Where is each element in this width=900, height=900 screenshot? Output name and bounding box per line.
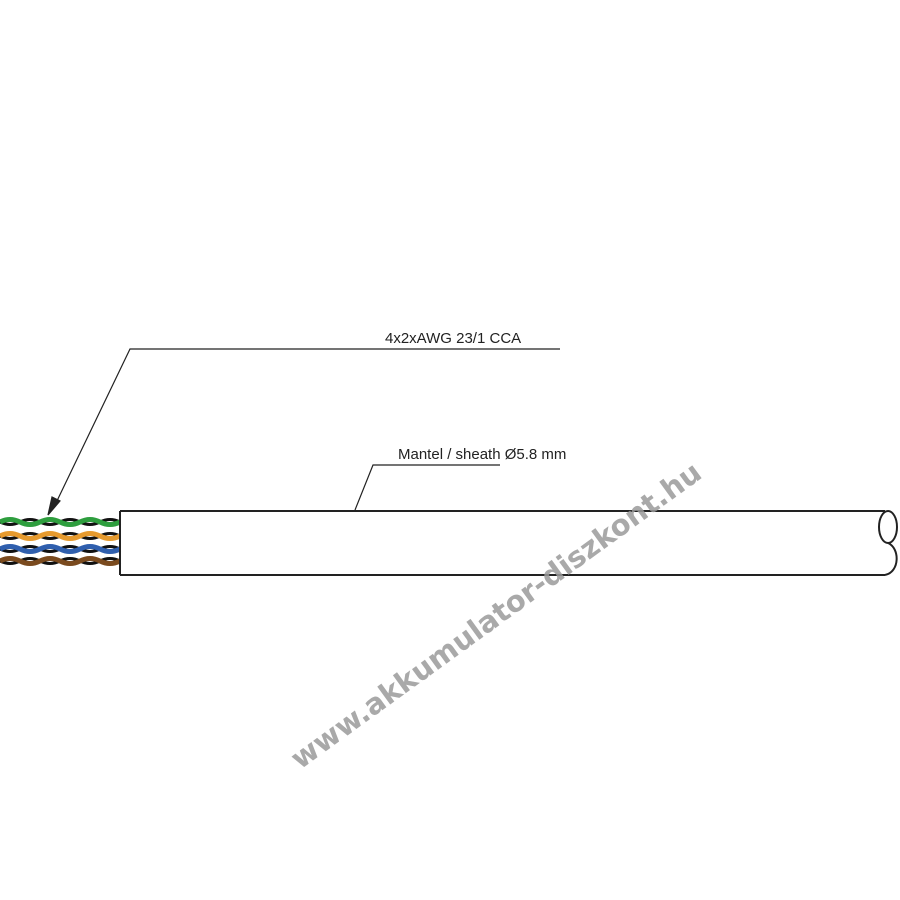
sheath-label: Mantel / sheath Ø5.8 mm (398, 446, 566, 463)
conductor-leader (47, 348, 560, 516)
watermark: www.akkumulator-diszkont.hu (284, 455, 708, 776)
twisted-pairs (0, 517, 122, 566)
wire-brown (0, 556, 122, 566)
cable-sheath (119, 510, 898, 576)
conductor-label: 4x2xAWG 23/1 CCA (385, 330, 521, 347)
break-symbol-bottom (884, 542, 898, 576)
wire-green (0, 517, 122, 527)
sheath-leader (354, 464, 500, 511)
break-symbol-top (878, 510, 898, 544)
arrowhead-icon (47, 496, 61, 516)
wire-blue (0, 544, 122, 554)
wire-orange (0, 531, 122, 541)
